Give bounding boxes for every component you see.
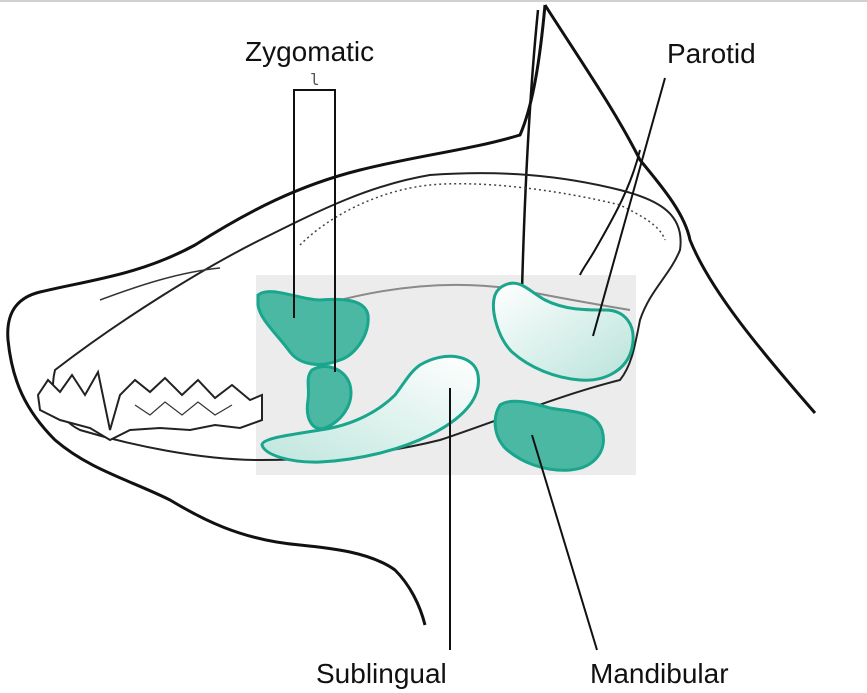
ear-fold: [579, 149, 641, 276]
teeth-detail: [134, 401, 233, 416]
skull-dotted-line: [299, 182, 666, 246]
label-parotid: Parotid: [667, 38, 756, 69]
mandibular-gland: [493, 399, 605, 472]
label-mandibular: Mandibular: [590, 658, 729, 689]
label-zygomatic: Zygomatic: [245, 36, 375, 67]
upper-teeth: [36, 369, 263, 442]
skull-outline: [52, 172, 682, 462]
sublingual-gland: [260, 354, 480, 464]
label-sublingual: Sublingual: [316, 658, 447, 689]
top-divider: [0, 0, 867, 2]
zygomatic-gland: [256, 290, 370, 366]
zygomatic-bracket: [293, 89, 336, 372]
head-outline: [6, 4, 547, 626]
parotid-gland: [492, 281, 635, 382]
ear-inner: [520, 9, 540, 291]
bracket-mark: l: [310, 70, 320, 89]
ear-outline: [543, 4, 817, 414]
mandibular-leader: [531, 434, 598, 651]
parotid-leader: [592, 77, 666, 337]
nasal-line: [99, 267, 221, 301]
